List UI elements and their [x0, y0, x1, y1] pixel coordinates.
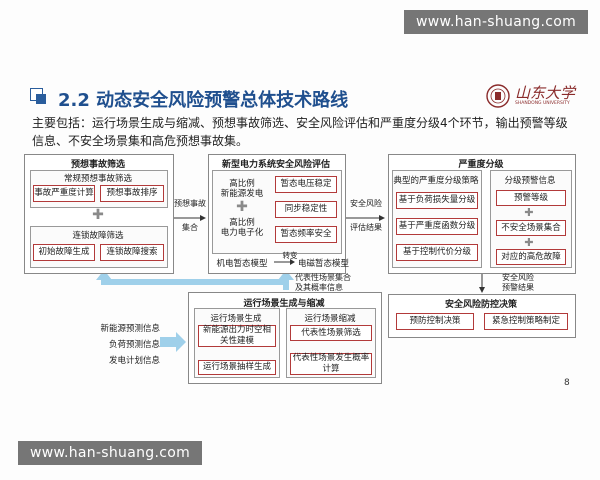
plus-icon: ✚ — [236, 199, 248, 215]
arrow2-label-b: 评估结果 — [350, 223, 382, 232]
page-number: 8 — [564, 378, 570, 388]
synchronous-stability: 同步稳定性 — [275, 201, 337, 218]
panel3-left-title: 典型的严重度分级策略 — [393, 176, 479, 186]
university-logo: 山东大学 SHANDONG UNIVERSITY — [485, 82, 585, 110]
panel1-title: 预想事故筛选 — [70, 160, 125, 170]
electromagnetic-model-label: 电磁暂态模型 — [298, 259, 350, 269]
panel1-group2-title: 连锁故障筛选 — [72, 231, 124, 241]
load-loss-grading: 基于负荷损失量分级 — [396, 192, 478, 209]
panel3-right-title: 分级预警信息 — [504, 176, 556, 186]
panel2-left-a2: 新能源发电 — [220, 189, 264, 199]
input-load-forecast: 负荷预测信息 — [108, 340, 160, 350]
panel5-right-title: 运行场景缩减 — [304, 314, 356, 324]
feedback-arrow-left — [101, 278, 289, 290]
summary-text: 主要包括：运行场景生成与缩减、预想事故筛选、安全风险评估和严重度分级4个环节，输… — [32, 116, 568, 148]
renewable-correlation-modeling: 新能源出力时空相关性建模 — [198, 325, 276, 347]
university-seal-icon — [486, 84, 510, 108]
panel2-left-b1: 高比例 — [229, 218, 255, 228]
panel1-group1-title: 常规预想事故筛选 — [63, 174, 132, 184]
emergency-control-strategy: 紧急控制策略制定 — [484, 313, 568, 330]
electromechanical-model-label: 机电暂态模型 — [216, 259, 268, 269]
arrow1-label-a: 预想事故 — [174, 199, 206, 208]
panel2-left-b2: 电力电子化 — [220, 228, 264, 238]
initial-fault-generation: 初始故障生成 — [33, 244, 95, 261]
feedback-label-b: 及其概率信息 — [295, 283, 343, 292]
warning-level: 预警等级 — [496, 190, 566, 206]
logo-text: 山东大学 — [515, 84, 576, 102]
transient-frequency-safety: 暂态频率安全 — [275, 226, 337, 243]
title-bullet-icon — [30, 88, 46, 104]
accident-severity-calc: 事故严重度计算 — [33, 185, 95, 202]
transient-voltage-stability: 暂态电压稳定 — [275, 176, 337, 193]
arrow3-label-b: 预警结果 — [502, 283, 534, 292]
logo-subtext: SHANDONG UNIVERSITY — [515, 101, 570, 106]
watermark-top: www.han-shuang.com — [404, 10, 589, 34]
severity-function-grading: 基于严重度函数分级 — [396, 218, 478, 235]
panel5-left-title: 运行场景生成 — [210, 314, 262, 324]
control-cost-grading: 基于控制代价分级 — [396, 244, 478, 261]
panel3-title: 严重度分级 — [458, 160, 504, 170]
feedback-label-a: 代表性场景集合 — [295, 273, 351, 282]
preventive-control-decision: 预防控制决策 — [396, 313, 474, 330]
input-arrow — [160, 332, 186, 352]
high-risk-faults: 对应的高危故障 — [496, 249, 566, 265]
arrow2-label-a: 安全风险 — [350, 199, 382, 208]
scenario-probability-calculation: 代表性场景发生概率计算 — [290, 353, 372, 375]
panel4-title: 安全风险防控决策 — [444, 300, 517, 310]
transition-arrow-icon — [274, 259, 295, 265]
cascading-fault-search: 连锁故障搜索 — [100, 244, 164, 261]
transition-label: 转变 — [282, 251, 298, 260]
plus-icon: ✚ — [524, 236, 534, 249]
scenario-sampling-generation: 运行场景抽样生成 — [198, 360, 276, 375]
unsafe-scenario-set: 不安全场景集合 — [496, 220, 566, 236]
plus-icon: ✚ — [524, 206, 534, 219]
arrow1-label-b: 集合 — [182, 223, 198, 232]
representative-scenario-selection: 代表性场景筛选 — [290, 325, 372, 341]
watermark-bottom: www.han-shuang.com — [18, 441, 203, 465]
arrow3-label-a: 安全风险 — [502, 273, 534, 282]
plus-icon: ✚ — [92, 207, 104, 223]
panel5-title: 运行场景生成与缩减 — [243, 299, 325, 309]
contingency-ranking: 预想事故排序 — [100, 185, 164, 202]
slide-title: 2.2 动态安全风险预警总体技术路线 — [58, 90, 349, 111]
input-generation-plan: 发电计划信息 — [108, 356, 160, 366]
panel2-title: 新型电力系统安全风险评估 — [221, 160, 330, 170]
input-renewable-forecast: 新能源预测信息 — [100, 324, 160, 334]
panel2-left-a1: 高比例 — [229, 179, 255, 189]
